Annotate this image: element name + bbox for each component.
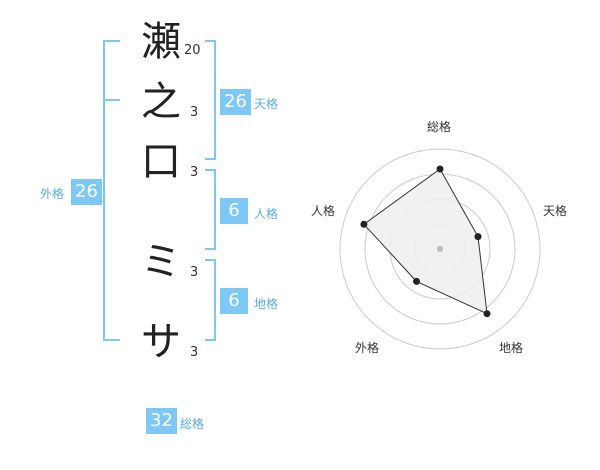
gaikaku-label: 外格 [40,187,65,201]
radar-point-4 [413,277,420,285]
radar-polygon [363,168,488,315]
jinkaku-bracket [205,169,216,250]
jinkaku-label: 人格 [254,207,279,221]
radar-point-2 [474,233,482,241]
radar-grid-ring-4 [339,148,541,350]
radar-center-dot [437,246,443,252]
radar-axis-label-4: 外格 [355,341,380,355]
radar-axis-label-3: 地格 [499,341,524,355]
tenkaku-bracket [205,40,216,160]
chikaku-bracket [205,259,216,341]
name-char-3: 口 [141,139,181,185]
radar-point-1 [436,165,444,173]
tenkaku-label: 天格 [254,97,279,111]
name-char-5: サ [141,319,181,365]
stroke-count-3: 3 [190,165,199,180]
radar-axis-label-1: 総格 [427,120,452,134]
stroke-count-2: 3 [190,105,199,120]
radar-point-5 [360,220,368,228]
jinkaku-value-badge: 6 [220,198,248,224]
name-char-1: 瀬 [141,19,181,65]
stroke-count-4: 3 [190,265,199,280]
radar-axis-label-5: 人格 [311,204,336,218]
radar-point-3 [483,310,491,318]
name-char-4: ミ [141,239,181,285]
stroke-count-1: 20 [184,43,201,58]
stroke-count-5: 3 [190,345,199,360]
chikaku-label: 地格 [254,297,279,311]
radar-axis-label-2: 天格 [543,204,568,218]
tenkaku-value-badge: 26 [220,89,251,115]
soukaku-label: 総格 [180,417,205,431]
gaikaku-value-badge: 26 [71,179,102,205]
gaikaku-bracket [103,40,120,341]
name-char-2: 之 [141,79,181,125]
soukaku-value-badge: 32 [146,408,177,434]
chikaku-value-badge: 6 [220,288,248,314]
